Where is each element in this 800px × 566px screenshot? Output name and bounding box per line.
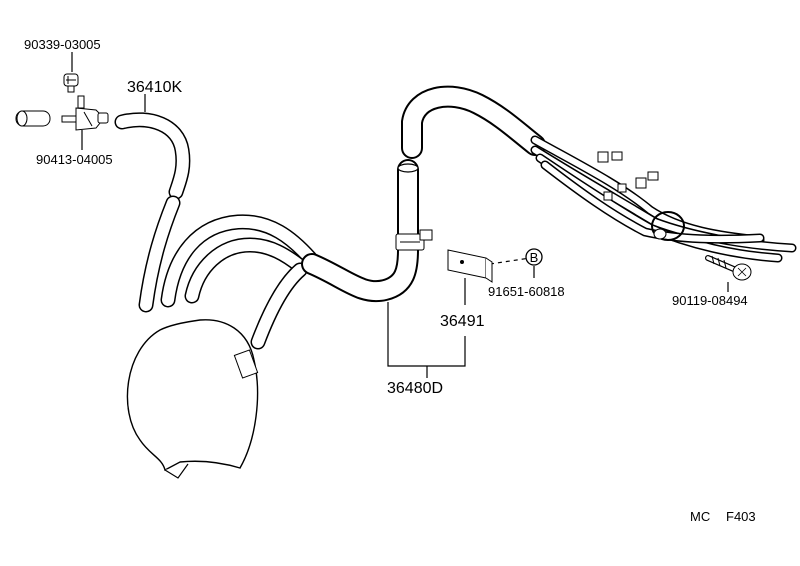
footer-right: F403 [726,509,756,524]
bracket-icon [447,249,493,283]
callout-clamp-bolt: 91651-60818 [488,284,565,299]
callout-hose-assy: 36480D [387,380,443,397]
canister-icon [126,319,259,479]
hose-clamp-icon [395,229,433,251]
valve-icon [61,95,109,131]
callout-hose: 36410K [127,79,182,96]
callout-bolt-right: 90119-08494 [672,293,748,308]
callout-screw: 90339-03005 [24,37,101,52]
screw-icon [63,73,79,93]
bundle-clip-icon [651,211,685,241]
hoses [114,85,797,350]
callout-bracket: 36491 [440,313,485,330]
bolt-icon [705,255,752,281]
plug-icon [15,110,51,127]
footer-left: MC [690,509,710,524]
callout-vsv: 90413-04005 [36,152,113,167]
leader-lines [71,52,729,378]
reference-marker: B [525,248,543,266]
marker-label: B [530,250,539,265]
connector-icons [597,151,659,201]
